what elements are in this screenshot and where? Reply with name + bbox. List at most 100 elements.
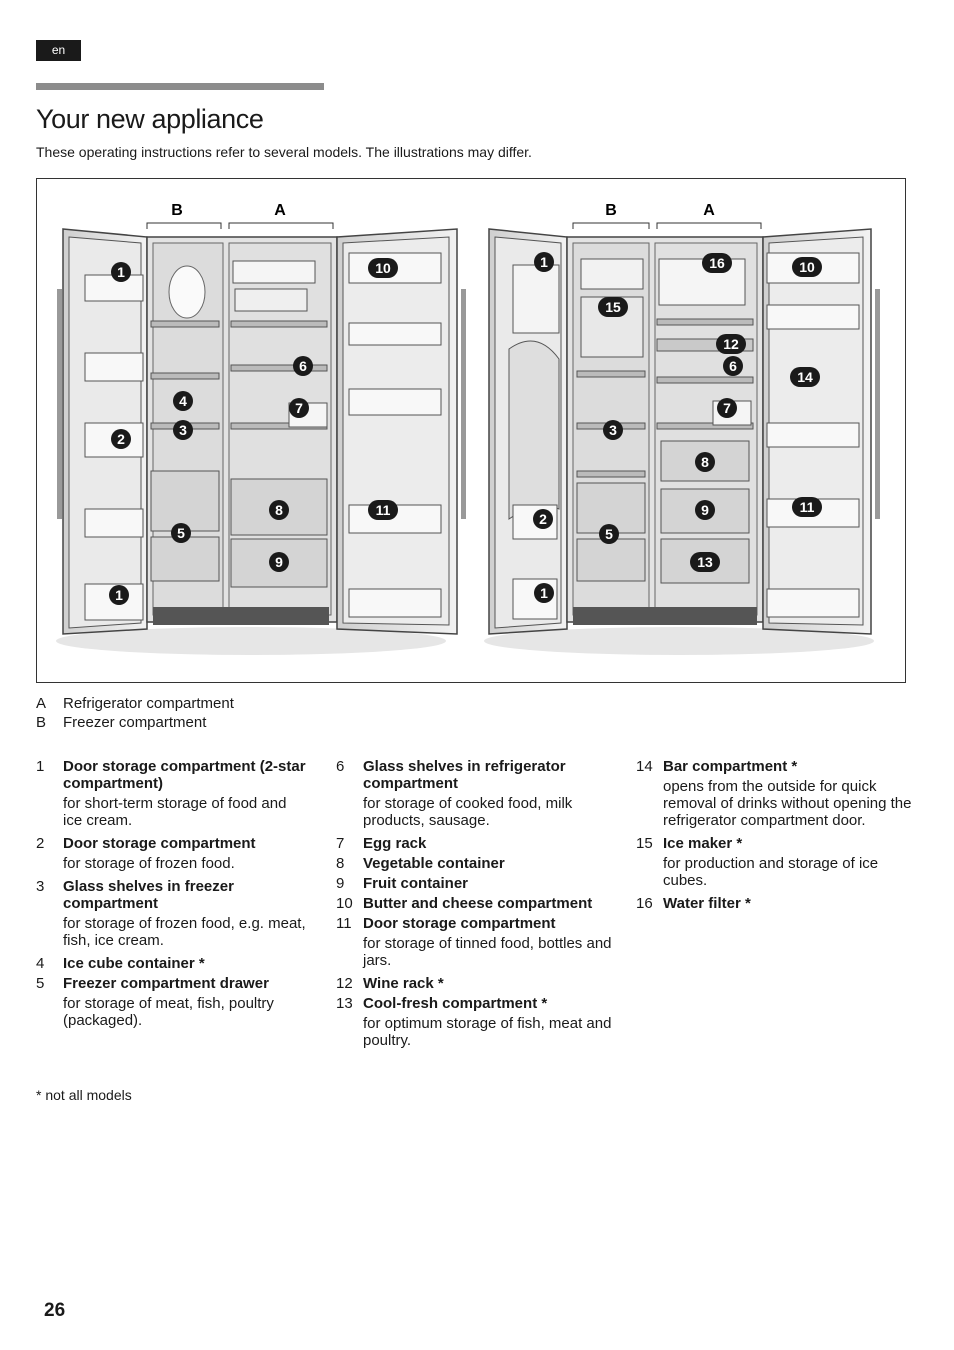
list-item: 2 Door storage compartment for storage of … bbox=[36, 835, 306, 872]
item-number: 6 bbox=[336, 758, 345, 775]
item-title: Egg rack bbox=[363, 835, 427, 852]
svg-text:8: 8 bbox=[275, 502, 283, 518]
left-callout-10: 10 bbox=[368, 258, 398, 278]
legend-key: B bbox=[36, 714, 47, 731]
item-title: Butter and cheese compartment bbox=[363, 895, 593, 912]
svg-text:9: 9 bbox=[701, 502, 709, 518]
right-callout-10: 10 bbox=[792, 257, 822, 277]
language-tag: en bbox=[36, 40, 81, 61]
item-number: 1 bbox=[36, 758, 45, 775]
legend-key: A bbox=[36, 695, 47, 712]
svg-text:1: 1 bbox=[117, 264, 125, 280]
fridge-diagrams: B A bbox=[56, 202, 880, 655]
left-callout-3: 3 bbox=[173, 420, 193, 440]
svg-text:3: 3 bbox=[609, 422, 617, 438]
page-title: Your new appliance bbox=[36, 104, 264, 134]
legend-text: Freezer compartment bbox=[63, 714, 207, 731]
list-item: 16 Water filter * bbox=[636, 895, 916, 912]
item-title: Wine rack * bbox=[363, 975, 444, 992]
svg-text:16: 16 bbox=[709, 255, 725, 271]
item-title: Bar compartment * bbox=[663, 758, 798, 775]
item-description: for storage of cooked food, milk product… bbox=[363, 795, 573, 829]
legend-row: B Freezer compartment bbox=[36, 714, 234, 731]
left-callout-5: 5 bbox=[171, 523, 191, 543]
svg-text:5: 5 bbox=[177, 525, 185, 541]
compartment-legend: A Refrigerator compartment B Freezer compa… bbox=[36, 695, 234, 733]
svg-text:7: 7 bbox=[723, 400, 731, 416]
right-label-a: A bbox=[703, 202, 715, 219]
svg-text:5: 5 bbox=[605, 526, 613, 542]
item-number: 11 bbox=[336, 915, 352, 932]
header-rule bbox=[36, 83, 324, 90]
page-subtitle: These operating instructions refer to se… bbox=[36, 144, 532, 160]
left-callout-7: 7 bbox=[289, 398, 309, 418]
left-callout-1: 1 bbox=[111, 262, 131, 282]
right-callout-6: 6 bbox=[723, 356, 743, 376]
item-description: for short-term storage of food and ice c… bbox=[63, 795, 287, 829]
item-number: 7 bbox=[336, 835, 345, 852]
right-callout-1: 1 bbox=[534, 583, 554, 603]
item-number: 16 bbox=[636, 895, 653, 912]
left-callout-6: 6 bbox=[293, 356, 313, 376]
item-number: 13 bbox=[336, 995, 353, 1012]
svg-text:1: 1 bbox=[540, 254, 548, 270]
footnote: * not all models bbox=[36, 1087, 132, 1103]
list-item: 13 Cool-fresh compartment * for optimum st… bbox=[336, 995, 616, 1049]
list-item: 8 Vegetable container bbox=[336, 855, 616, 872]
item-title: Freezer compartment drawer bbox=[63, 975, 269, 992]
list-item: 1 Door storage compartment (2-star compar… bbox=[36, 758, 306, 829]
right-callout-13: 13 bbox=[690, 552, 720, 572]
svg-text:12: 12 bbox=[723, 336, 739, 352]
right-label-b: B bbox=[605, 202, 617, 219]
item-description: for storage of frozen food. bbox=[63, 855, 235, 872]
legend-row: A Refrigerator compartment bbox=[36, 695, 234, 712]
item-title: Door storage compartment bbox=[63, 835, 256, 852]
list-item: 7 Egg rack bbox=[336, 835, 616, 852]
item-title: Ice maker * bbox=[663, 835, 743, 852]
item-title: Glass shelves in freezer compartment bbox=[63, 878, 234, 912]
svg-text:10: 10 bbox=[375, 260, 391, 276]
left-callout-11: 11 bbox=[368, 500, 398, 520]
item-title: Vegetable container bbox=[363, 855, 505, 872]
svg-text:11: 11 bbox=[376, 502, 391, 518]
item-title: Water filter * bbox=[663, 895, 751, 912]
svg-text:15: 15 bbox=[605, 299, 621, 315]
right-callout-14: 14 bbox=[790, 367, 820, 387]
item-number: 2 bbox=[36, 835, 45, 852]
svg-text:3: 3 bbox=[179, 422, 187, 438]
item-title: Cool-fresh compartment * bbox=[363, 995, 548, 1012]
item-description: for optimum storage of fish, meat and po… bbox=[363, 1015, 612, 1049]
svg-text:6: 6 bbox=[299, 358, 307, 374]
legend-text: Refrigerator compartment bbox=[63, 695, 234, 712]
svg-text:6: 6 bbox=[729, 358, 737, 374]
left-fridge bbox=[56, 222, 466, 655]
page-number: 26 bbox=[44, 1300, 66, 1321]
item-number: 5 bbox=[36, 975, 45, 992]
item-number: 15 bbox=[636, 835, 653, 852]
right-callout-9: 9 bbox=[695, 500, 715, 520]
item-description: opens from the outside for quick removal… bbox=[663, 778, 912, 829]
right-callout-15: 15 bbox=[598, 297, 628, 317]
svg-text:14: 14 bbox=[797, 369, 813, 385]
svg-text:9: 9 bbox=[275, 554, 283, 570]
left-callout-9: 9 bbox=[269, 552, 289, 572]
item-number: 3 bbox=[36, 878, 45, 895]
item-number: 8 bbox=[336, 855, 345, 872]
right-callout-5: 5 bbox=[599, 524, 619, 544]
right-callout-7: 7 bbox=[717, 398, 737, 418]
item-title: Door storage compartment (2-star compart… bbox=[63, 758, 306, 792]
left-callout-4: 4 bbox=[173, 391, 193, 411]
item-number: 9 bbox=[336, 875, 345, 892]
